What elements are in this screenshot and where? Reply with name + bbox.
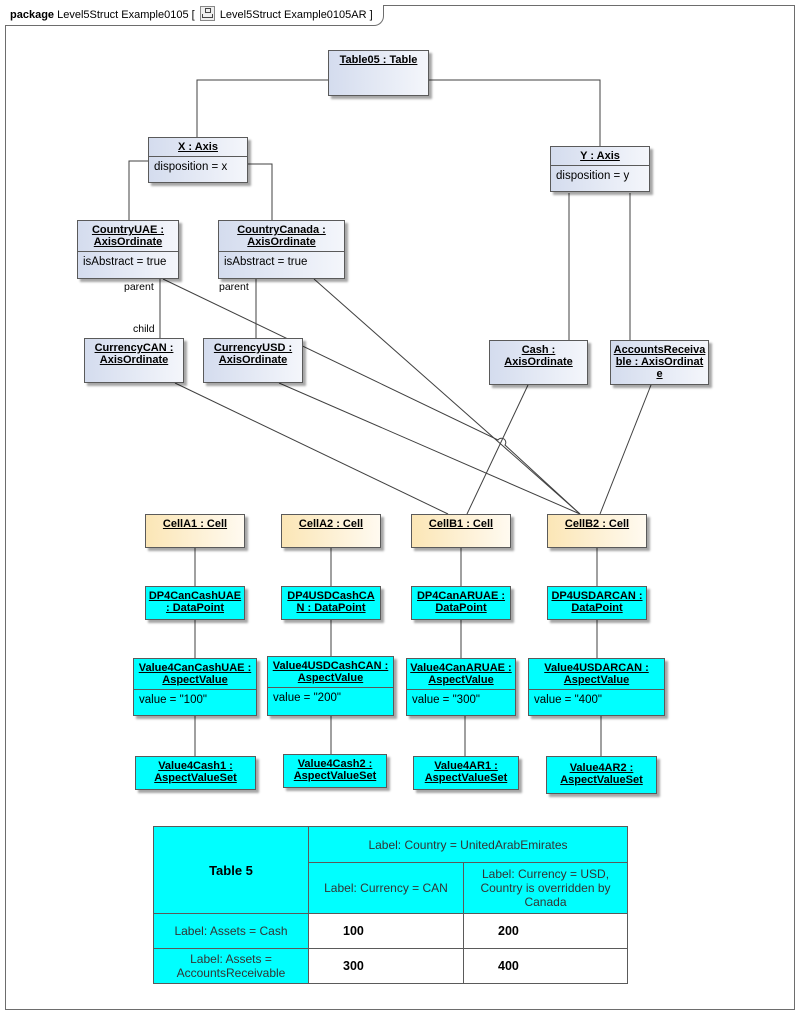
link-canada-cellb2 (313, 278, 581, 515)
table-row: Label: Assets = Cash 100 200 (153, 913, 628, 949)
datapoint-b1-title: DP4CanARUAE : DataPoint (416, 590, 505, 614)
link-x-canada (248, 163, 273, 220)
aspect-value-set-1-title: Value4Cash1 : AspectValueSet (154, 760, 237, 784)
row-label-ar: Label: Assets = AccountsReceivable (153, 948, 309, 984)
diagram-frame (5, 5, 795, 1010)
link-ar-cellb2 (599, 384, 652, 515)
datapoint-a1-title: DP4CanCashUAE : DataPoint (148, 590, 242, 614)
cash-title: Cash : AxisOrdinate (504, 344, 573, 368)
link-usd-cellb2 (278, 382, 581, 515)
cell-a1-node[interactable]: CellA1 : Cell (145, 514, 245, 548)
aspect-value-set-3-title: Value4AR1 : AspectValueSet (424, 760, 508, 784)
diagram-header-tab: package Level5Struct Example0105 [ Level… (5, 5, 384, 26)
country-canada-title: CountryCanada : AxisOrdinate (237, 224, 326, 248)
datapoint-b1-node[interactable]: DP4CanARUAE : DataPoint (411, 586, 511, 620)
aspect-value-a2-node[interactable]: Value4USDCashCAN : AspectValue value = "… (267, 656, 394, 716)
country-uae-attr: isAbstract = true (78, 251, 178, 272)
datapoint-a2-node[interactable]: DP4USDCashCAN : DataPoint (281, 586, 381, 620)
datapoint-b2-node[interactable]: DP4USDARCAN : DataPoint (547, 586, 647, 620)
row-label-cash: Label: Assets = Cash (153, 913, 309, 949)
value-cell: 300 (308, 948, 464, 984)
parent-label: parent (124, 281, 154, 293)
aspect-value-set-4-node[interactable]: Value4AR2 : AspectValueSet (546, 756, 657, 794)
link-uae-cellb1 (162, 278, 581, 515)
link-table-x (196, 79, 328, 137)
table-corner-label: Table 5 (153, 826, 309, 914)
country-canada-attr: isAbstract = true (219, 251, 344, 272)
datapoint-a1-node[interactable]: DP4CanCashUAE : DataPoint (145, 586, 245, 620)
x-axis-title: X : Axis (178, 141, 218, 153)
datapoint-a2-title: DP4USDCashCAN : DataPoint (287, 590, 375, 614)
aspect-value-b2-title: Value4USDARCAN : AspectValue (544, 662, 649, 686)
y-axis-title: Y : Axis (580, 150, 620, 162)
accounts-receivable-title: AccountsReceivable : AxisOrdinate (613, 344, 706, 380)
cell-a2-title: CellA2 : Cell (298, 518, 364, 530)
country-header: Label: Country = UnitedArabEmirates (308, 826, 628, 863)
aspect-value-a1-title: Value4CanCashUAE : AspectValue (138, 662, 252, 686)
package-keyword: package (10, 9, 55, 21)
datapoint-b2-title: DP4USDARCAN : DataPoint (551, 590, 643, 614)
aspect-value-a2-attr: value = "200" (268, 687, 393, 708)
cell-b1-title: CellB1 : Cell (428, 518, 494, 530)
aspect-value-b2-attr: value = "400" (529, 689, 664, 710)
aspect-value-a2-title: Value4USDCashCAN : AspectValue (272, 660, 389, 684)
aspect-value-set-3-node[interactable]: Value4AR1 : AspectValueSet (413, 756, 519, 790)
table-5: Table 5 Label: Country = UnitedArabEmira… (153, 826, 628, 984)
currency-can-node[interactable]: CurrencyCAN : AxisOrdinate (84, 338, 184, 383)
country-uae-title: CountryUAE : AxisOrdinate (91, 224, 165, 248)
aspect-value-b2-node[interactable]: Value4USDARCAN : AspectValue value = "40… (528, 658, 665, 716)
cell-a1-title: CellA1 : Cell (162, 518, 228, 530)
currency-can-header: Label: Currency = CAN (308, 862, 464, 914)
aspect-value-set-4-title: Value4AR2 : AspectValueSet (560, 762, 643, 786)
aspect-value-a1-node[interactable]: Value4CanCashUAE : AspectValue value = "… (133, 658, 257, 716)
x-axis-node[interactable]: X : Axis disposition = x (148, 137, 248, 183)
value-cell: 400 (463, 948, 628, 984)
cell-a2-node[interactable]: CellA2 : Cell (281, 514, 381, 548)
diagram-name: Level5Struct Example0105AR (219, 9, 367, 21)
aspect-value-b1-node[interactable]: Value4CanARUAE : AspectValue value = "30… (406, 658, 516, 716)
link-x-uae (128, 160, 148, 220)
aspect-value-b1-attr: value = "300" (407, 689, 515, 710)
aspect-value-b1-title: Value4CanARUAE : AspectValue (410, 662, 512, 686)
currency-usd-title: CurrencyUSD : AxisOrdinate (213, 342, 293, 366)
cell-b2-node[interactable]: CellB2 : Cell (547, 514, 647, 548)
table05-node[interactable]: Table05 : Table (328, 50, 429, 96)
y-axis-attr: disposition = y (551, 165, 649, 186)
link-cash-cellb1 (466, 384, 529, 515)
table05-title: Table05 : Table (339, 54, 418, 66)
currency-can-title: CurrencyCAN : AxisOrdinate (94, 342, 174, 366)
aspect-value-set-2-title: Value4Cash2 : AspectValueSet (293, 758, 377, 782)
cash-node[interactable]: Cash : AxisOrdinate (489, 340, 588, 385)
currency-usd-node[interactable]: CurrencyUSD : AxisOrdinate (203, 338, 303, 383)
accounts-receivable-node[interactable]: AccountsReceivable : AxisOrdinate (610, 340, 709, 385)
cell-b2-title: CellB2 : Cell (564, 518, 630, 530)
cell-b1-node[interactable]: CellB1 : Cell (411, 514, 511, 548)
link-table-y (429, 79, 601, 146)
aspect-value-set-1-node[interactable]: Value4Cash1 : AspectValueSet (135, 756, 256, 790)
country-uae-node[interactable]: CountryUAE : AxisOrdinate isAbstract = t… (77, 220, 179, 279)
y-axis-node[interactable]: Y : Axis disposition = y (550, 146, 650, 192)
aspect-value-set-2-node[interactable]: Value4Cash2 : AspectValueSet (283, 754, 387, 788)
parent-label: parent (219, 281, 249, 293)
x-axis-attr: disposition = x (149, 156, 247, 177)
country-canada-node[interactable]: CountryCanada : AxisOrdinate isAbstract … (218, 220, 345, 279)
diagram-icon (199, 6, 215, 21)
package-name: Level5Struct Example0105 (57, 9, 189, 21)
link-can-cellb1 (174, 382, 449, 515)
value-cell: 100 (308, 913, 464, 949)
table-row: Label: Assets = AccountsReceivable 300 4… (153, 948, 628, 984)
child-label: child (133, 323, 155, 335)
value-cell: 200 (463, 913, 628, 949)
aspect-value-a1-attr: value = "100" (134, 689, 256, 710)
currency-usd-header: Label: Currency = USD, Country is overri… (463, 862, 628, 914)
